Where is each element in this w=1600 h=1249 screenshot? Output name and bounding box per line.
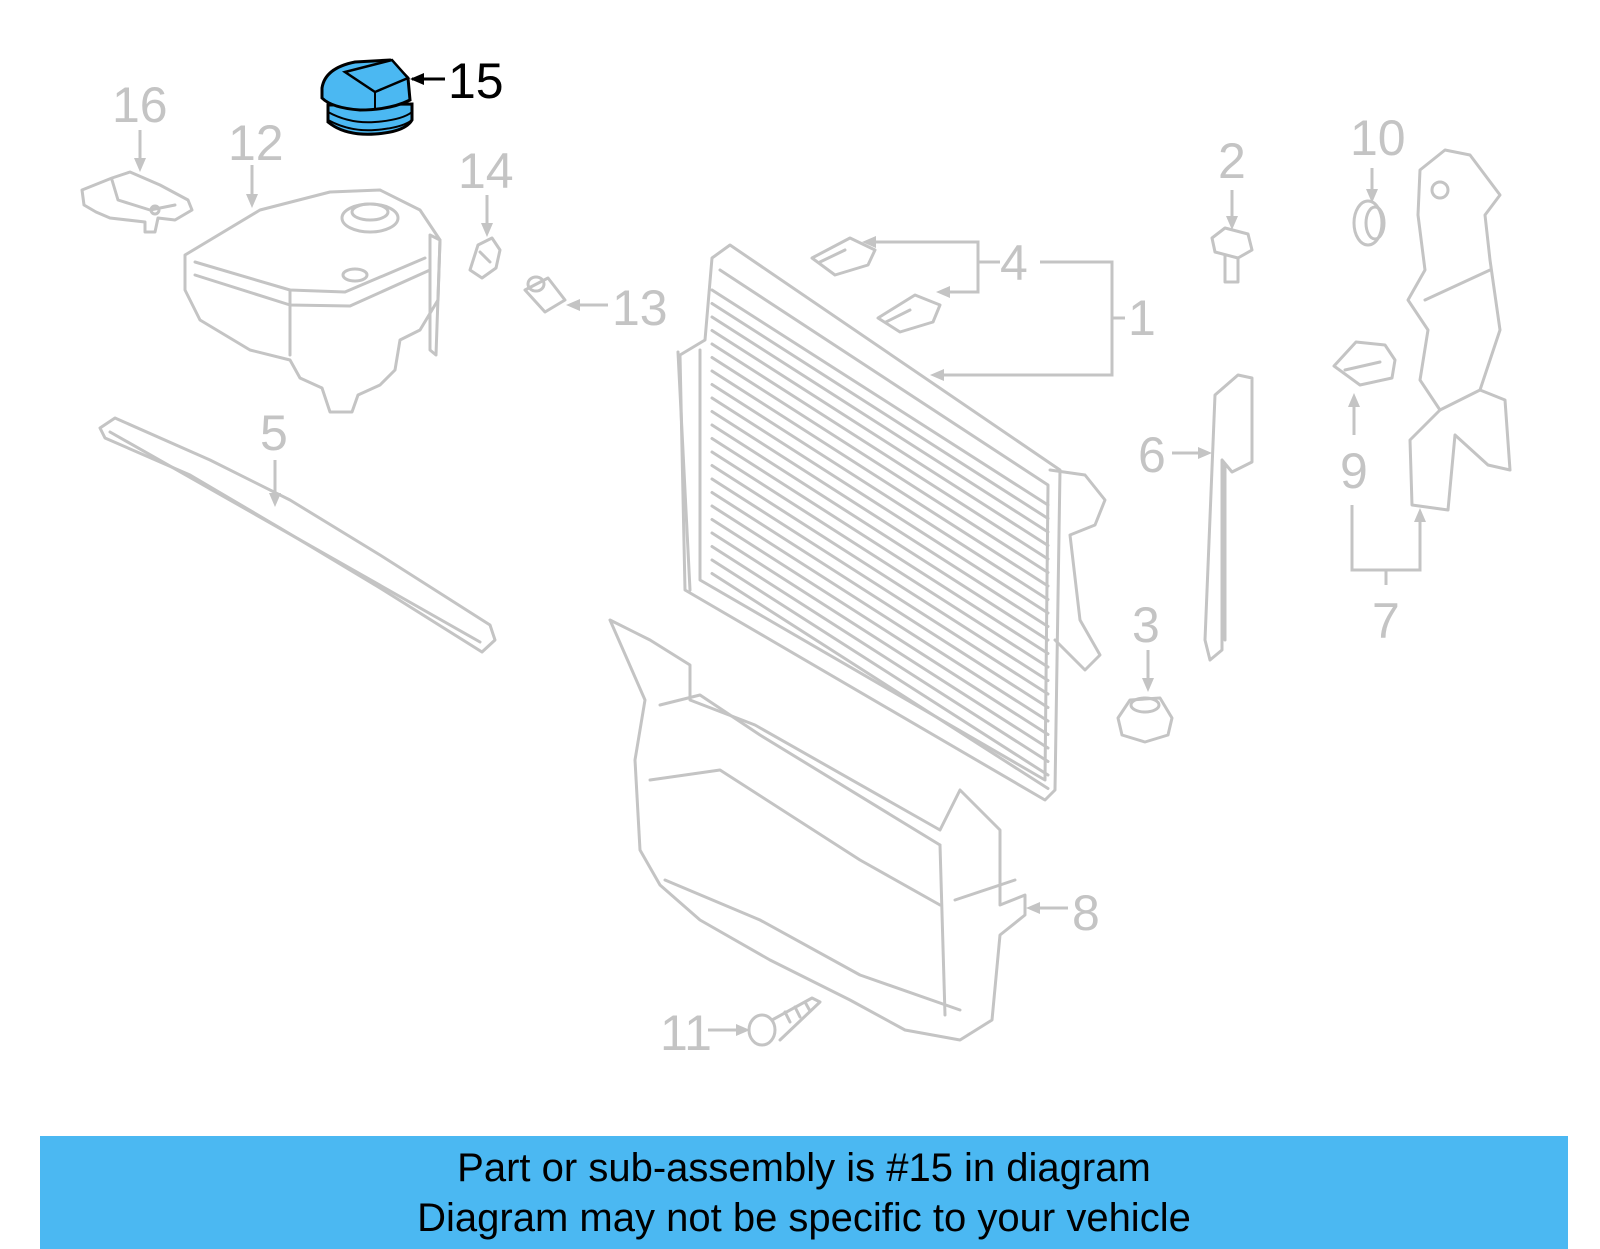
radiator-fin xyxy=(710,342,1050,561)
radiator-fin xyxy=(710,572,1050,790)
part-6-rod-bracket xyxy=(1203,373,1254,662)
part-12-expansion-tank xyxy=(183,188,442,414)
info-banner: Part or sub-assembly is #15 in diagram D… xyxy=(40,1136,1568,1249)
part-7-air-duct xyxy=(1406,148,1512,512)
radiator-fin xyxy=(710,504,1050,723)
callout-15: 15 xyxy=(448,53,504,109)
radiator-fin xyxy=(710,477,1050,696)
callout-11: 11 xyxy=(660,1005,712,1061)
radiator-fin xyxy=(710,464,1050,682)
banner-line-2: Diagram may not be specific to your vehi… xyxy=(417,1195,1191,1240)
radiator-fin xyxy=(710,558,1050,777)
callout-12: 12 xyxy=(228,115,284,171)
part-2-bolt xyxy=(1210,226,1254,284)
part-9-clip xyxy=(1332,340,1397,387)
callout-4-bracket xyxy=(870,240,980,294)
part-1-radiator xyxy=(676,243,1107,802)
part-13-hose xyxy=(523,275,567,314)
part-5-seal-strip xyxy=(98,416,497,654)
callout-8: 8 xyxy=(1072,885,1100,941)
callout-7-bracket xyxy=(1350,505,1422,572)
radiator-fin xyxy=(710,423,1050,642)
callout-16: 16 xyxy=(112,77,168,133)
radiator-fin xyxy=(710,450,1050,669)
callout-2: 2 xyxy=(1218,133,1246,189)
banner-line-1: Part or sub-assembly is #15 in diagram xyxy=(457,1145,1151,1190)
radiator-fins xyxy=(710,288,1050,790)
callout-15-arrow xyxy=(410,73,424,85)
part-3-mount xyxy=(1116,696,1174,744)
callout-9: 9 xyxy=(1340,443,1368,499)
part-14-sensor xyxy=(468,236,502,280)
radiator-fin xyxy=(710,410,1050,628)
radiator-fin xyxy=(710,437,1050,655)
radiator-fin xyxy=(710,383,1050,601)
callout-1: 1 xyxy=(1128,290,1156,346)
part-11-screw xyxy=(747,996,822,1047)
radiator-fin xyxy=(710,396,1050,615)
callout-14: 14 xyxy=(458,143,514,199)
callout-3: 3 xyxy=(1132,597,1160,653)
radiator-fin xyxy=(710,369,1050,588)
radiator-fin xyxy=(710,315,1050,534)
radiator-fin xyxy=(710,545,1050,763)
part-15-cap[interactable] xyxy=(320,58,414,136)
radiator-fin xyxy=(710,302,1050,520)
radiator-fin xyxy=(710,356,1050,574)
radiator-fin xyxy=(710,531,1050,750)
radiator-fin xyxy=(710,329,1050,547)
callout-10: 10 xyxy=(1350,110,1406,166)
radiator-fin xyxy=(710,288,1050,507)
callout-6: 6 xyxy=(1138,427,1166,483)
part-8-support-frame xyxy=(608,618,1027,1042)
callout-7: 7 xyxy=(1372,593,1400,649)
part-16-bracket xyxy=(80,170,194,234)
callout-4: 4 xyxy=(1000,235,1028,291)
part-4-clips xyxy=(810,236,942,334)
part-10-grommet xyxy=(1352,199,1386,247)
radiator-fin xyxy=(710,491,1050,709)
callout-5: 5 xyxy=(260,405,288,461)
radiator-fin xyxy=(710,518,1050,736)
callout-13: 13 xyxy=(612,280,668,336)
